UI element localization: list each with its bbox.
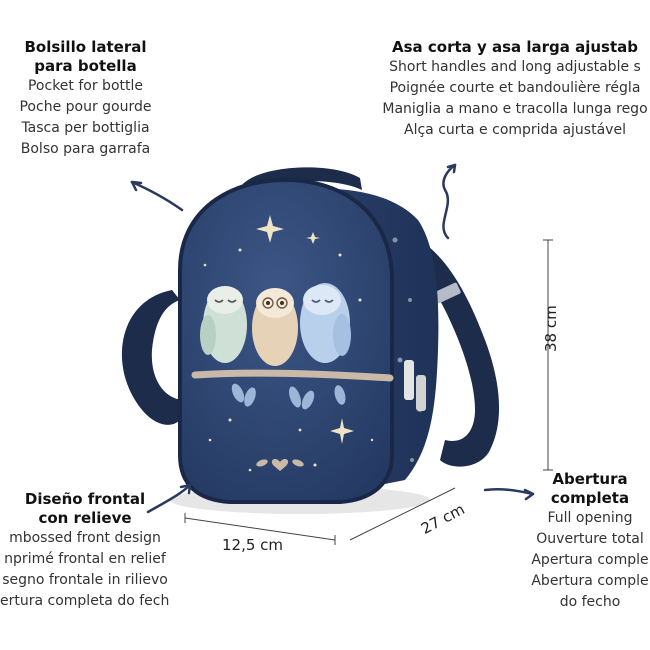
height-label: 38 cm: [542, 305, 560, 352]
owl-green: [200, 286, 247, 363]
feature-line: Apertura comple: [531, 552, 649, 568]
branch-decor: [191, 369, 394, 382]
arrow-icon: [483, 487, 535, 501]
feature-title: Diseño frontal: [24, 490, 146, 508]
feature-line: Abertura comple: [531, 573, 649, 589]
heart-decor: [256, 459, 304, 471]
feature-line: Poche pour gourde: [19, 99, 152, 115]
leaf-decor: [231, 383, 346, 410]
zipper-pull: [416, 375, 426, 411]
width-label: 12,5 cm: [222, 536, 284, 554]
feature-line: Ouverture total: [536, 531, 644, 547]
feature-line: Pocket for bottle: [27, 78, 143, 94]
owl-blue: [300, 283, 351, 363]
feature-handles: Asa corta y asa larga ajustab Short hand…: [380, 38, 650, 141]
feature-front-design: Diseño frontal con relieve mbossed front…: [0, 490, 170, 612]
feature-title: para botella: [34, 57, 137, 75]
arrow-icon: [442, 163, 457, 240]
shoulder-strap-left: [121, 290, 185, 425]
feature-title: Abertura: [552, 470, 628, 488]
feature-opening: Abertura completa Full opening Ouverture…: [530, 470, 650, 613]
height-dimension-line: [543, 239, 553, 471]
feature-line: mbossed front design: [9, 530, 161, 546]
feature-line: Alça curta e comprida ajustável: [404, 122, 626, 138]
feature-line: Short handles and long adjustable s: [389, 59, 641, 75]
width-dimension-line: [184, 513, 336, 545]
shoulder-strap-right: [410, 240, 500, 467]
feature-side-pocket: Bolsillo lateral para botella Pocket for…: [8, 38, 163, 160]
feature-title: completa: [550, 489, 630, 507]
strap-slider: [433, 282, 461, 304]
feature-line: Poignée courte et bandoulière régla: [389, 80, 641, 96]
depth-dimension-line: [349, 487, 456, 541]
feature-title: con relieve: [38, 509, 132, 527]
feature-line: segno frontale in rilievo: [2, 572, 168, 588]
feature-line: Tasca per bottiglia: [21, 120, 150, 136]
feature-title: Bolsillo lateral: [24, 38, 147, 56]
arrow-icon: [130, 180, 184, 212]
feature-line: nprimé frontal en relief: [4, 551, 166, 567]
top-handle: [238, 167, 362, 198]
zipper-rim: [178, 177, 394, 504]
owl-beige: [252, 288, 298, 366]
feature-line: ertura completa do fecho: [0, 593, 170, 609]
arrow-icon: [146, 483, 192, 514]
feature-line: Full opening: [547, 510, 633, 526]
feature-title: Asa corta y asa larga ajustab: [391, 38, 639, 56]
feature-line: do fecho: [559, 594, 621, 610]
feature-line: Bolso para garrafa: [20, 141, 151, 157]
feature-line: Maniglia a mano e tracolla lunga rego: [382, 101, 648, 117]
zipper-pull: [404, 360, 414, 400]
